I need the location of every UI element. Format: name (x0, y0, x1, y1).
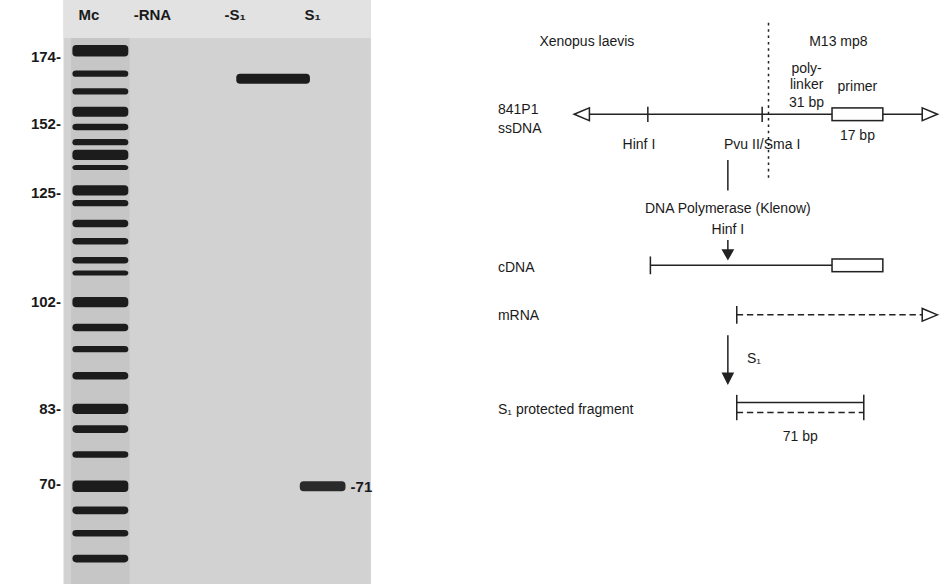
marker-band (72, 45, 128, 56)
marker-band (72, 404, 128, 414)
marker-band (72, 150, 128, 160)
schematic (574, 23, 937, 420)
schematic-label: S₁ protected fragment (498, 401, 633, 417)
schematic-label: 841P1 (498, 101, 538, 117)
gel-label: -S₁ (224, 7, 245, 24)
gel-label: 102- (31, 294, 61, 311)
schematic-label: DNA Polymerase (Klenow) (645, 200, 811, 216)
gel-label: 174- (31, 49, 61, 66)
gel-label: Mc (78, 7, 99, 24)
marker-band (72, 88, 128, 94)
schematic-label: S₁ (747, 350, 761, 366)
marker-band (72, 270, 128, 275)
marker-band (72, 257, 128, 263)
gel-label: -71 (351, 478, 373, 495)
gel-label: 125- (31, 184, 61, 201)
marker-band (72, 139, 128, 145)
gel-label: S₁ (304, 7, 320, 24)
schematic-label: 31 bp (789, 94, 824, 110)
gel-image (64, 0, 371, 584)
marker-band (72, 107, 128, 117)
marker-band (72, 425, 128, 433)
schematic-label: poly- linker (781, 60, 833, 92)
gel-label: -RNA (134, 7, 172, 24)
schematic-label: Hinf I (623, 135, 656, 151)
schematic-label: 17 bp (840, 127, 875, 143)
schematic-label: primer (838, 78, 878, 94)
schematic-label: ssDNA (498, 120, 542, 136)
gel-label: 70- (39, 475, 61, 492)
schematic-label: mRNA (498, 307, 539, 323)
schematic-label: cDNA (498, 259, 535, 275)
marker-band (72, 324, 128, 332)
marker-band (72, 372, 128, 380)
marker-band (72, 70, 128, 76)
marker-band (72, 200, 128, 206)
marker-band (72, 297, 128, 307)
marker-band (72, 481, 128, 492)
marker-band (72, 451, 128, 457)
schematic-label: M13 mp8 (809, 33, 867, 49)
marker-band (72, 238, 128, 244)
marker-band (72, 220, 128, 228)
marker-band (72, 555, 128, 563)
gel-label: 83- (39, 400, 61, 417)
schematic-label: Pvu II/Sma I (724, 135, 800, 151)
schematic-label: Xenopus laevis (539, 33, 634, 49)
marker-band (72, 507, 128, 515)
schematic-label: 71 bp (783, 428, 818, 444)
marker-band (72, 530, 128, 536)
marker-band (72, 124, 128, 130)
marker-band (72, 165, 128, 170)
gel-label: 152- (31, 116, 61, 133)
marker-band (72, 346, 128, 352)
schematic-label: Hinf I (712, 221, 745, 237)
marker-band (72, 185, 128, 195)
